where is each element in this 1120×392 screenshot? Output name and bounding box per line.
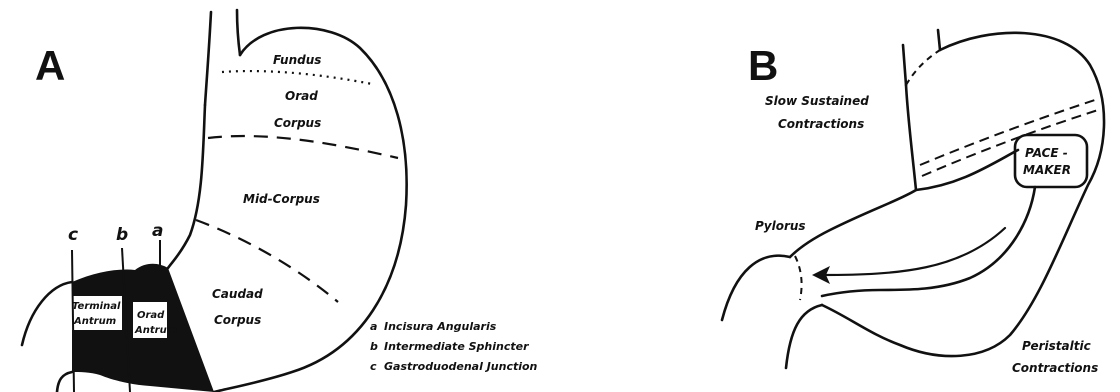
panel-a-letter: A xyxy=(35,42,65,89)
pylorus-line xyxy=(795,256,802,300)
fundus-boundary xyxy=(222,71,372,84)
pacemaker-label-2: MAKER xyxy=(1023,163,1071,177)
orad-antrum-label-2: Antrum xyxy=(134,325,177,336)
legend: a Incisura Angularis b Intermediate Sphi… xyxy=(370,320,538,373)
slow-contractions-label-1: Slow Sustained xyxy=(765,94,869,108)
orad-antrum-label-1: Orad xyxy=(137,310,165,321)
marker-a: a xyxy=(152,221,163,241)
panel-a: A a b c Fundus Orad Corpus Mid-Corpus xyxy=(22,10,538,392)
legend-text-b: Intermediate Sphincter xyxy=(384,340,529,353)
duodenum-lower-wall xyxy=(57,372,72,392)
duodenum-upper-b xyxy=(722,256,790,320)
marker-c: c xyxy=(68,225,78,245)
antrum-lower-inner-wall xyxy=(822,187,1035,296)
terminal-antrum-label-2: Antrum xyxy=(73,316,116,327)
caudad-corpus-label-2: Corpus xyxy=(214,313,261,327)
legend-text-c: Gastroduodenal Junction xyxy=(384,360,538,373)
pacemaker-label-1: PACE - xyxy=(1025,146,1068,160)
pacemaker-box xyxy=(1015,135,1087,187)
antrum-inner-wall xyxy=(916,150,1018,190)
duodenum-upper-wall xyxy=(22,282,72,345)
esophagus-right-wall xyxy=(237,10,240,55)
lesser-curvature-b xyxy=(790,85,916,257)
fundus-label: Fundus xyxy=(273,53,321,67)
terminal-antrum-label-1: Terminal xyxy=(72,301,121,312)
slow-contractions-label-2: Contractions xyxy=(778,117,864,131)
lesser-curvature xyxy=(168,105,205,268)
legend-key-a: a xyxy=(370,320,377,333)
caudad-corpus-label-1: Caudad xyxy=(212,287,263,301)
orad-corpus-label-2: Corpus xyxy=(274,116,321,130)
legend-key-b: b xyxy=(370,340,378,353)
esophagus-junction xyxy=(906,50,940,85)
pylorus-label: Pylorus xyxy=(755,219,806,233)
greater-curvature xyxy=(214,28,407,392)
greater-curvature-b xyxy=(822,33,1104,356)
duodenum-lower-b xyxy=(786,305,822,368)
legend-key-c: c xyxy=(370,360,377,373)
peristaltic-arrow xyxy=(822,228,1005,275)
marker-b: b xyxy=(116,225,128,245)
orad-corpus-label-1: Orad xyxy=(285,89,318,103)
panel-b-letter: B xyxy=(748,42,778,89)
mid-corpus-label: Mid-Corpus xyxy=(243,192,320,206)
orad-mid-corpus-boundary xyxy=(208,136,398,158)
peristaltic-label-1: Peristaltic xyxy=(1022,339,1091,353)
panel-b: B PACE - MAKER Slow Sustained Contractio… xyxy=(722,30,1104,375)
legend-text-a: Incisura Angularis xyxy=(384,320,497,333)
peristaltic-label-2: Contractions xyxy=(1012,361,1098,375)
esophagus-left xyxy=(903,45,906,85)
pacemaker-band-inner xyxy=(922,110,1098,176)
esophagus-left-wall xyxy=(205,12,211,105)
esophagus-right xyxy=(938,30,940,50)
